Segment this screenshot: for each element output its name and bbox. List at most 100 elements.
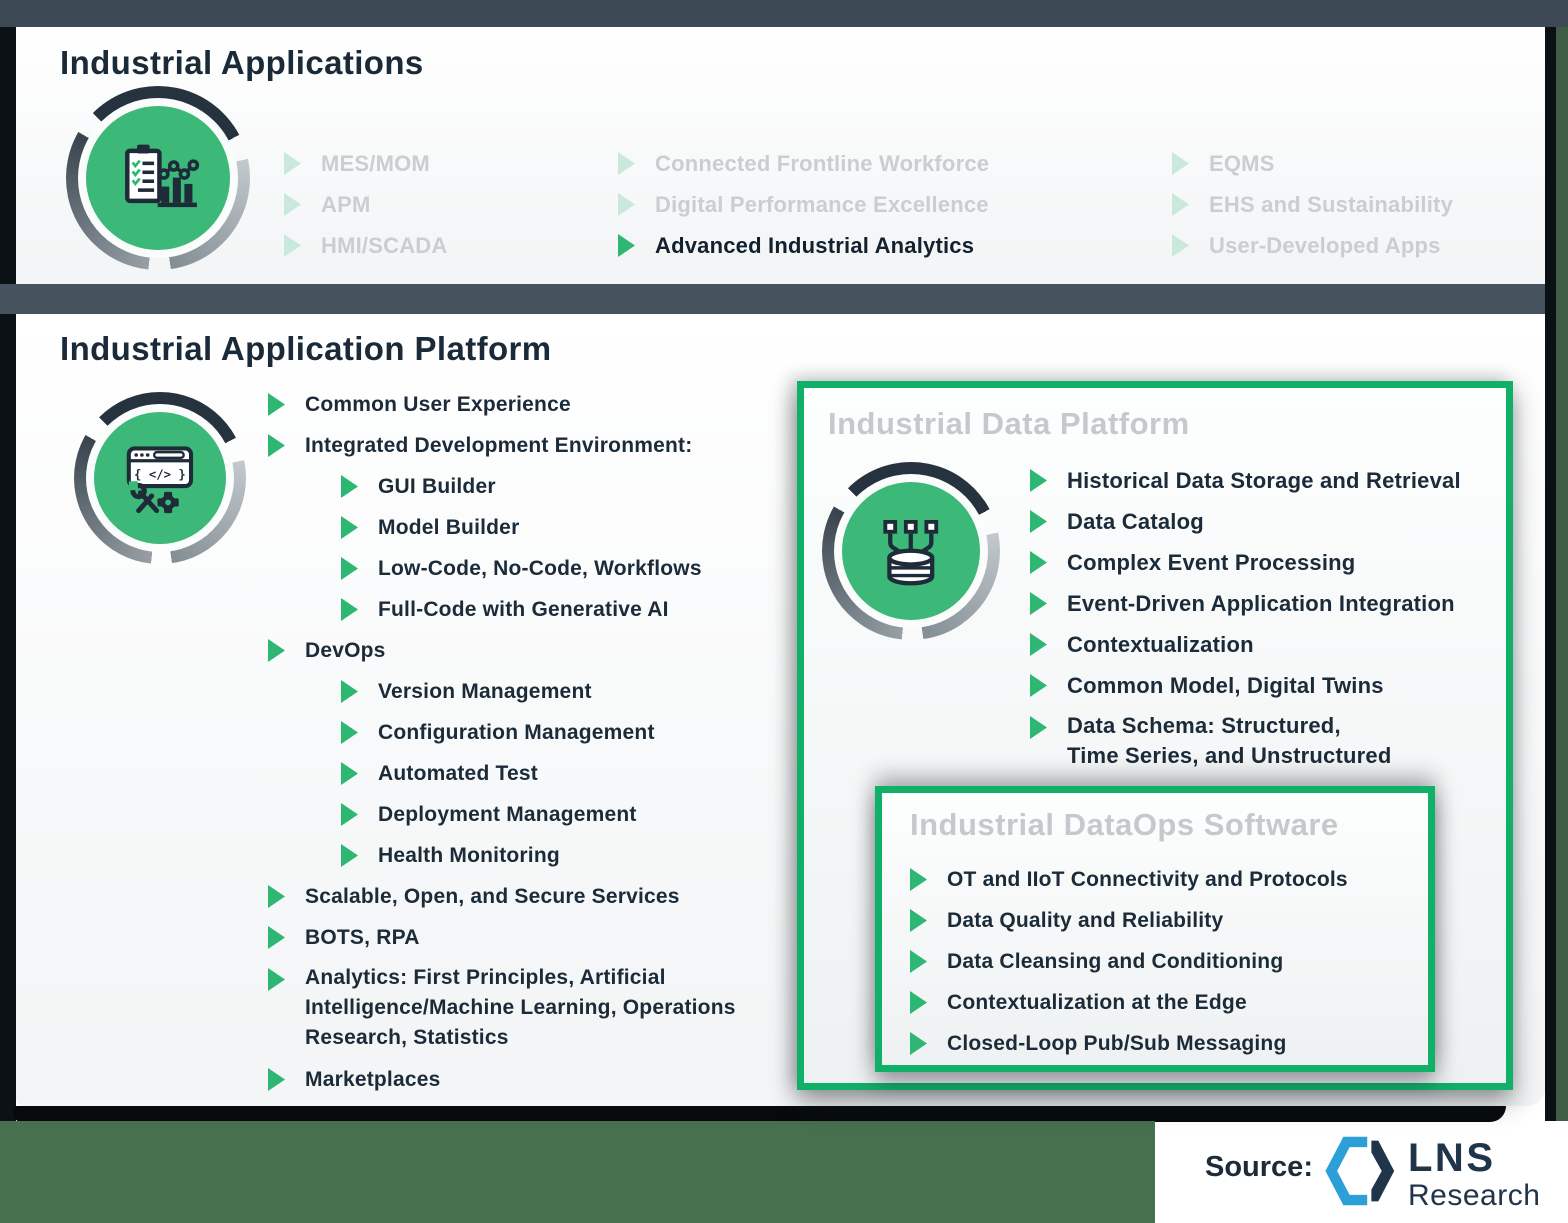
list-item: Scalable, Open, and Secure Services [268, 876, 808, 917]
list-item-label: Historical Data Storage and Retrieval [1067, 467, 1461, 493]
section-divider [0, 284, 1568, 314]
list-item-label: Data Schema: Structured, Time Series, an… [1067, 713, 1392, 768]
list-item: BOTS, RPA [268, 917, 808, 958]
list-item-label: GUI Builder [378, 474, 496, 498]
code-window-icon: { </> } [126, 446, 194, 514]
industrial-dataops-software-title: Industrial DataOps Software [910, 807, 1339, 842]
platform-ring: { </> } [74, 392, 246, 564]
list-item-label: BOTS, RPA [305, 925, 420, 949]
list-item-label: Contextualization at the Edge [947, 990, 1247, 1014]
left-edge [0, 27, 16, 1121]
applications-column-3: EQMS EHS and Sustainability User-Develop… [1172, 143, 1453, 266]
arrow-icon [341, 475, 358, 498]
ring-hole: { </> } [86, 404, 234, 552]
list-item-label: Scalable, Open, and Secure Services [305, 884, 680, 908]
arrow-icon [1030, 469, 1047, 492]
arrow-icon [341, 516, 358, 539]
list-item: Version Management [341, 671, 808, 712]
industrial-dataops-software-box: Industrial DataOps Software OT and IIoT … [875, 786, 1435, 1072]
list-item-label: Automated Test [378, 761, 538, 785]
list-item: EQMS [1172, 143, 1453, 184]
list-item: OT and IIoT Connectivity and Protocols [910, 859, 1400, 900]
list-item: Full-Code with Generative AI [341, 589, 808, 630]
list-item: Configuration Management [341, 712, 808, 753]
list-item-label: Closed-Loop Pub/Sub Messaging [947, 1031, 1287, 1055]
arrow-icon [268, 885, 285, 908]
arrow-icon [1030, 551, 1047, 574]
arrow-icon [910, 1032, 927, 1055]
ring-hole [78, 98, 238, 258]
arrow-icon [268, 926, 285, 949]
list-item-label: Full-Code with Generative AI [378, 597, 669, 621]
platform-capabilities-list: Common User Experience Integrated Develo… [268, 384, 808, 1100]
list-item: Connected Frontline Workforce [618, 143, 989, 184]
list-item-label: MES/MOM [321, 150, 430, 176]
right-edge [1556, 27, 1568, 1121]
list-item: User-Developed Apps [1172, 225, 1453, 266]
list-item: Event-Driven Application Integration [1030, 583, 1490, 624]
list-item-label: EQMS [1209, 150, 1275, 176]
list-item: Contextualization [1030, 624, 1490, 665]
arrow-icon [1030, 592, 1047, 615]
arrow-icon [1172, 193, 1189, 216]
industrial-applications-panel: Industrial Applications [16, 27, 1545, 284]
top-bar [0, 0, 1568, 27]
list-item: Common Model, Digital Twins [1030, 665, 1490, 706]
list-item: Marketplaces [268, 1059, 808, 1100]
list-item-label: Contextualization [1067, 631, 1254, 657]
list-item-label: Connected Frontline Workforce [655, 150, 990, 176]
list-item-label: Version Management [378, 679, 592, 703]
arrow-icon [1030, 633, 1047, 656]
logo-name: LNS [1408, 1136, 1496, 1180]
svg-text:{ </> }: { </> } [134, 468, 186, 482]
list-item: Closed-Loop Pub/Sub Messaging [910, 1023, 1400, 1064]
analytics-clipboard-icon [86, 106, 230, 250]
bottom-strip [0, 1121, 1155, 1223]
list-item-label: Configuration Management [378, 720, 655, 744]
logo-subname: Research [1408, 1179, 1541, 1212]
list-item-label: Digital Performance Excellence [655, 191, 989, 217]
list-item-label: OT and IIoT Connectivity and Protocols [947, 867, 1348, 891]
list-item: Contextualization at the Edge [910, 982, 1400, 1023]
list-item: Health Monitoring [341, 835, 808, 876]
list-item-label: Data Quality and Reliability [947, 908, 1224, 932]
arrow-icon [341, 557, 358, 580]
arrow-icon [618, 193, 635, 216]
list-item-label: User-Developed Apps [1209, 232, 1441, 258]
list-item-label: Advanced Industrial Analytics [655, 232, 975, 258]
arrow-icon [284, 234, 301, 257]
list-item: HMI/SCADA [284, 225, 447, 266]
arrow-icon [341, 844, 358, 867]
applications-column-2: Connected Frontline Workforce Digital Pe… [618, 143, 989, 266]
list-item: Data Catalog [1030, 501, 1490, 542]
list-item-advanced-industrial-analytics: Advanced Industrial Analytics [618, 225, 989, 266]
list-item-label: Complex Event Processing [1067, 549, 1356, 575]
arrow-icon [618, 234, 635, 257]
list-item-label: EHS and Sustainability [1209, 191, 1454, 217]
dataops-list: OT and IIoT Connectivity and Protocols D… [910, 859, 1400, 1064]
right-edge-shadow [1545, 27, 1556, 1121]
list-item: Deployment Management [341, 794, 808, 835]
list-item: Data Cleansing and Conditioning [910, 941, 1400, 982]
list-item: Data Quality and Reliability [910, 900, 1400, 941]
industrial-application-platform-title: Industrial Application Platform [60, 330, 552, 367]
list-item: Integrated Development Environment: [268, 425, 808, 466]
arrow-icon [341, 762, 358, 785]
list-item-label: Marketplaces [305, 1067, 441, 1091]
clipboard-chart-icon [125, 144, 200, 208]
arrow-icon [268, 434, 285, 457]
arrow-icon [268, 1068, 285, 1091]
arrow-icon [284, 152, 301, 175]
list-item-label: Analytics: First Principles, Artificial … [305, 966, 736, 1049]
list-item: Common User Experience [268, 384, 808, 425]
industrial-data-platform-title: Industrial Data Platform [828, 406, 1190, 441]
ring-hole [834, 474, 988, 628]
list-item-label: Event-Driven Application Integration [1067, 590, 1455, 616]
arrow-icon [268, 393, 285, 416]
arrow-icon [1172, 234, 1189, 257]
arrow-icon [341, 598, 358, 621]
list-item-label: Model Builder [378, 515, 520, 539]
list-item: EHS and Sustainability [1172, 184, 1453, 225]
list-item-label: HMI/SCADA [321, 232, 448, 258]
database-icon [883, 520, 939, 586]
